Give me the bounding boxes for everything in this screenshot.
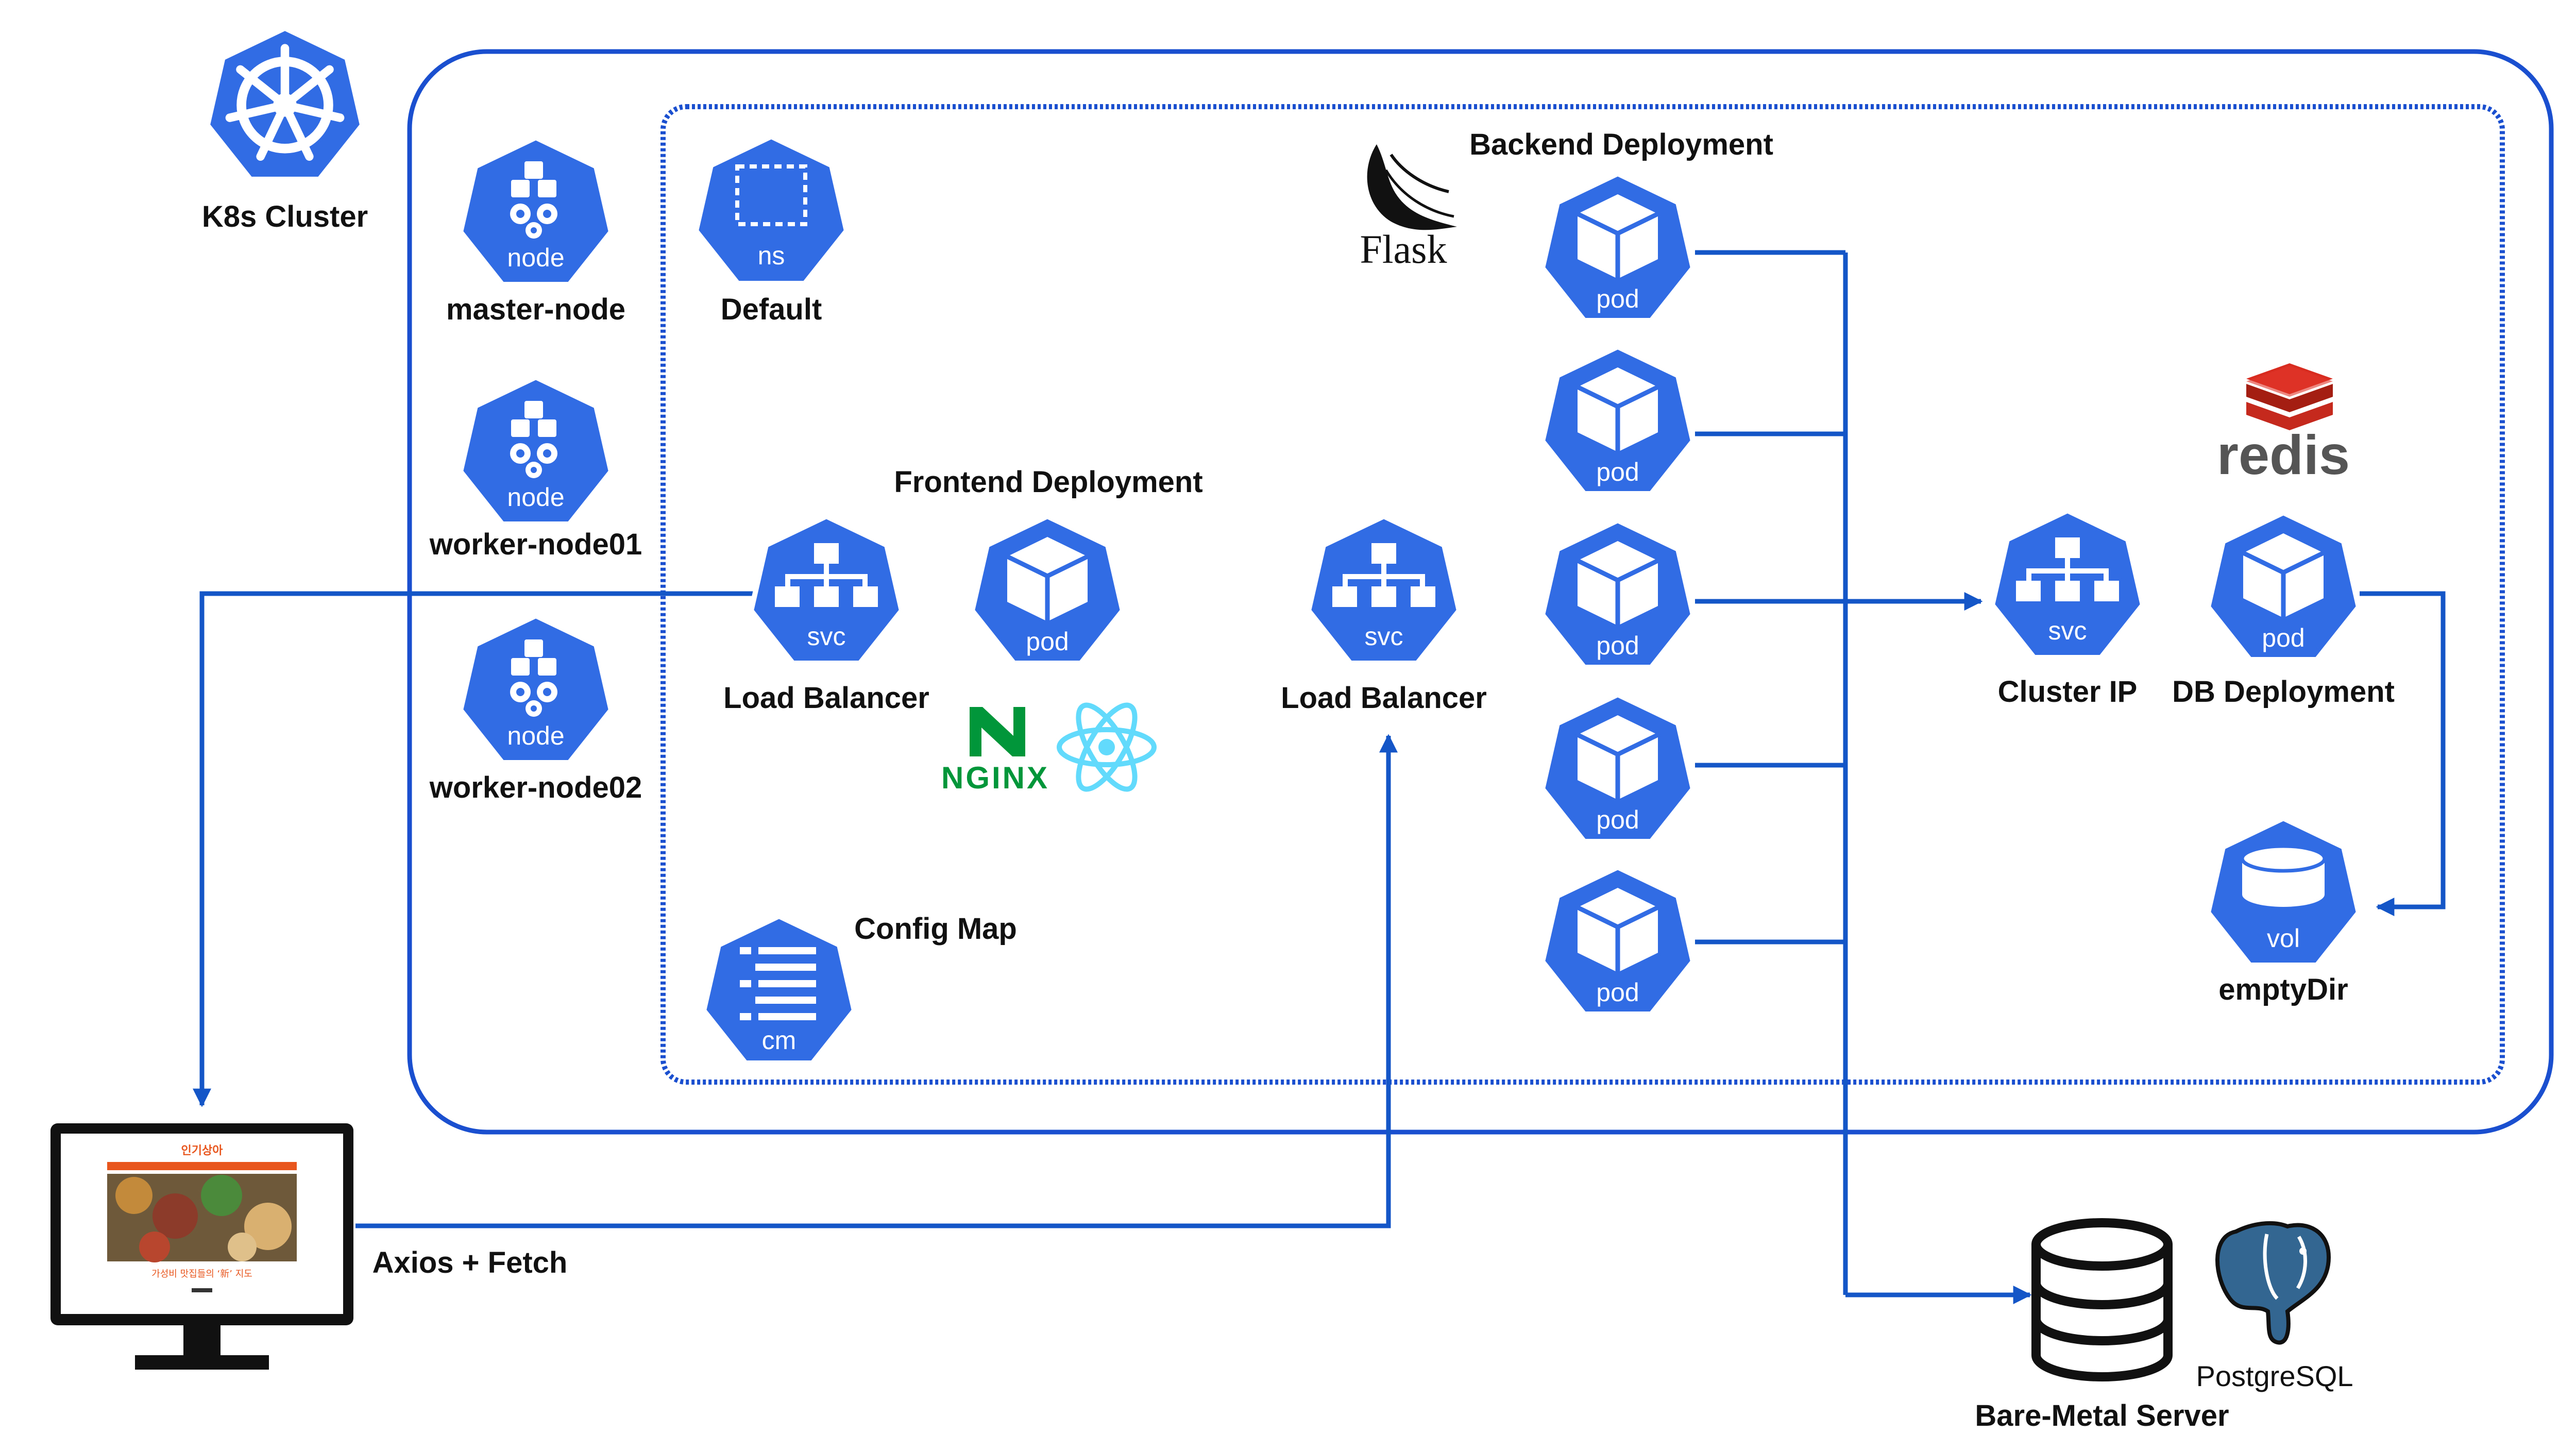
worker-node01-label: worker-node01	[429, 528, 642, 561]
redis-logo: redis	[2217, 363, 2350, 486]
clusterip-svc-icon: svc	[1992, 511, 2143, 657]
frontend-lb-label: Load Balancer	[723, 681, 929, 715]
worker-node02-icon: node	[461, 616, 611, 763]
bare-metal-label: Bare-Metal Server	[1975, 1399, 2229, 1432]
client-screen-title: 인기상아	[181, 1144, 224, 1157]
clusterip-label: Cluster IP	[1998, 675, 2138, 709]
svg-text:node: node	[507, 483, 564, 512]
namespace-label: Default	[721, 293, 822, 326]
emptydir-vol-icon: vol	[2208, 818, 2359, 965]
svg-text:pod: pod	[1596, 458, 1639, 486]
backend-pod-4: pod	[1543, 695, 1693, 841]
axios-fetch-label: Axios + Fetch	[372, 1246, 568, 1279]
backend-pod-1: pod	[1543, 174, 1693, 321]
svg-text:pod: pod	[1026, 627, 1069, 656]
master-node-label: master-node	[446, 293, 625, 326]
db-to-emptydir-line	[2360, 591, 2446, 916]
client-to-backend-line	[355, 734, 1398, 1228]
configmap-icon: cm	[704, 916, 854, 1063]
backend-svc-icon: svc	[1309, 516, 1459, 663]
k8s-cluster-icon	[208, 28, 363, 180]
client-screen-caption: 가성비 맛집들의 ‘新’ 지도	[151, 1269, 252, 1279]
worker-node02-label: worker-node02	[429, 771, 642, 804]
svg-text:pod: pod	[1596, 631, 1639, 660]
svg-text:pod: pod	[1596, 978, 1639, 1007]
worker-node01-icon: node	[461, 377, 611, 524]
svg-text:pod: pod	[1596, 805, 1639, 834]
k8s-cluster-label: K8s Cluster	[202, 200, 368, 233]
db-deployment-label: DB Deployment	[2172, 675, 2395, 709]
svg-text:NGINX: NGINX	[941, 761, 1049, 795]
backend-pod-3: pod	[1543, 520, 1693, 667]
svg-text:redis: redis	[2217, 424, 2350, 486]
backend-deployment-title: Backend Deployment	[1469, 128, 1773, 161]
frontend-pod-icon: pod	[972, 516, 1123, 663]
svg-text:PostgreSQL: PostgreSQL	[2196, 1360, 2353, 1392]
svg-text:pod: pod	[2262, 623, 2304, 652]
namespace-border	[660, 104, 2505, 1085]
flask-logo: Flask	[1360, 144, 1457, 272]
frontend-svc-icon: svc	[751, 516, 902, 663]
svg-text:ns: ns	[758, 241, 785, 270]
svg-text:svc: svc	[807, 622, 846, 651]
svg-text:pod: pod	[1596, 284, 1639, 313]
react-logo	[1057, 702, 1157, 792]
svg-text:svc: svc	[2048, 616, 2087, 645]
backend-lb-label: Load Balancer	[1281, 681, 1487, 715]
backend-pod-5: pod	[1543, 867, 1693, 1014]
emptydir-label: emptyDir	[2218, 973, 2348, 1006]
master-node-icon: node	[461, 138, 611, 284]
namespace-icon: ns	[696, 137, 846, 283]
svg-text:svc: svc	[1365, 622, 1403, 651]
database-icon	[2031, 1218, 2173, 1381]
client-monitor: 인기상아 가성비 맛집들의 ‘新’ 지도	[50, 1123, 353, 1370]
db-pod-icon: pod	[2208, 513, 2359, 660]
configmap-label: Config Map	[854, 912, 1017, 946]
svg-text:vol: vol	[2267, 924, 2300, 953]
backend-pod-2: pod	[1543, 347, 1693, 494]
nginx-logo: NGINX	[941, 707, 1049, 795]
connection-lines	[193, 250, 2446, 1304]
svg-text:Flask: Flask	[1360, 227, 1447, 272]
svg-text:node: node	[507, 721, 564, 750]
frontend-to-client-line	[193, 591, 757, 1107]
svg-text:node: node	[507, 243, 564, 272]
frontend-deployment-title: Frontend Deployment	[894, 465, 1202, 499]
postgresql-logo: PostgreSQL	[2196, 1221, 2353, 1392]
svg-text:cm: cm	[762, 1026, 796, 1055]
